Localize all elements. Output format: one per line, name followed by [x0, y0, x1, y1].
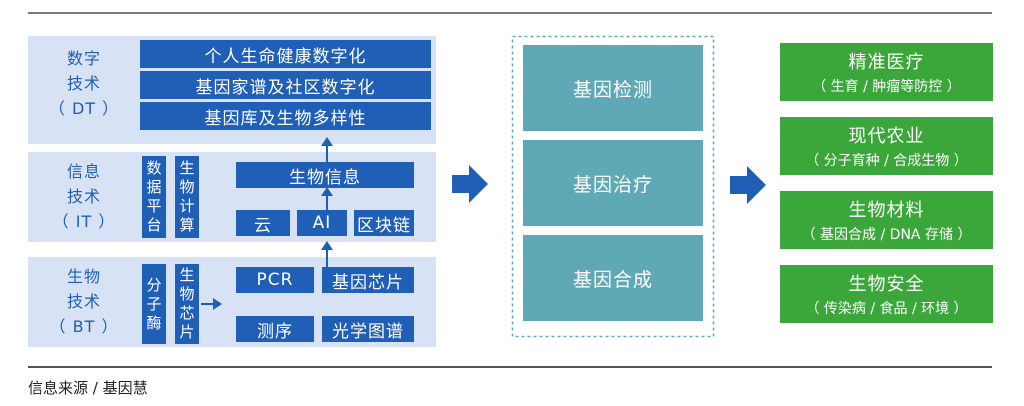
big-arrow-right-icon: [730, 166, 766, 204]
card-title: 生物材料: [848, 200, 925, 221]
card-title: 生物安全: [848, 274, 925, 295]
molecular-enzyme-char: 子: [146, 294, 162, 313]
biochip-char: 物: [179, 285, 195, 303]
card-title: 精准医疗: [848, 52, 925, 73]
bt-label-line: （ BT ）: [49, 317, 119, 336]
gene-chip-box: 基因芯片: [322, 267, 414, 293]
card-subtitle: （ 分子育种 / 合成生物 ）: [805, 153, 968, 169]
bio-info-box: 生物信息: [236, 162, 414, 188]
arrow-right-icon: [201, 298, 222, 310]
it-label-line: 信息: [66, 162, 101, 181]
biochip-char: 芯: [179, 304, 195, 322]
bt-label: 生物 技术 （ BT ）: [34, 264, 134, 339]
dt-item: 基因家谱及社区数字化: [140, 71, 431, 99]
card-subtitle: （ 基因合成 / DNA 存储 ）: [801, 227, 972, 243]
precision-medicine-box: 精准医疗 （ 生育 / 肿瘤等防控 ）: [780, 43, 993, 101]
bio-computing-char: 算: [179, 216, 195, 234]
molecular-enzyme-box: 分 子 酶: [142, 264, 166, 344]
data-platform-char: 平: [146, 197, 162, 215]
dt-label-line: （ DT ）: [48, 99, 120, 118]
cloud-box: 云: [236, 210, 290, 236]
ai-box: AI: [297, 210, 347, 236]
optical-mapping-box: 光学图谱: [322, 316, 414, 342]
modern-agriculture-box: 现代农业 （ 分子育种 / 合成生物 ）: [780, 117, 993, 175]
biomaterials-box: 生物材料 （ 基因合成 / DNA 存储 ）: [780, 191, 993, 249]
bio-computing-char: 计: [179, 197, 195, 215]
biochip-char: 片: [179, 323, 195, 341]
data-platform-box: 数 据 平 台: [142, 156, 166, 238]
biochip-char: 生: [179, 266, 195, 284]
biosecurity-box: 生物安全 （ 传染病 / 食品 / 环境 ）: [780, 265, 993, 323]
dt-label-line: 数字: [66, 49, 101, 68]
bt-label-line: 技术: [66, 292, 101, 311]
dt-label-line: 技术: [66, 74, 101, 93]
biochip-box: 生 物 芯 片: [175, 264, 199, 344]
it-label: 信息 技术 （ IT ）: [34, 159, 134, 234]
arrow-up-icon: [321, 187, 333, 210]
it-label-line: （ IT ）: [52, 212, 116, 231]
middle-dashed-frame: [511, 35, 715, 338]
gene-synthesis-box: 基因合成: [523, 235, 703, 321]
top-rule: [28, 12, 992, 14]
source-note: 信息来源 / 基因慧: [28, 379, 148, 397]
gene-therapy-box: 基因治疗: [523, 140, 703, 226]
dt-item: 基因库及生物多样性: [140, 102, 431, 130]
card-subtitle: （ 生育 / 肿瘤等防控 ）: [812, 79, 961, 95]
dt-label: 数字 技术 （ DT ）: [34, 46, 134, 121]
data-platform-char: 据: [146, 178, 162, 196]
card-title: 现代农业: [848, 126, 925, 147]
bottom-rule: [28, 366, 992, 368]
gene-testing-box: 基因检测: [523, 45, 703, 131]
data-platform-char: 台: [146, 216, 162, 234]
molecular-enzyme-char: 酶: [146, 313, 162, 332]
arrow-up-icon: [321, 137, 333, 162]
card-subtitle: （ 传染病 / 食品 / 环境 ）: [805, 301, 968, 317]
molecular-enzyme-char: 分: [146, 275, 162, 294]
dt-item: 个人生命健康数字化: [140, 40, 431, 68]
arrow-up-icon: [321, 241, 333, 267]
bt-label-line: 生物: [66, 267, 101, 286]
pcr-box: PCR: [236, 267, 314, 293]
bio-computing-char: 物: [179, 178, 195, 196]
bio-computing-box: 生 物 计 算: [175, 156, 199, 238]
big-arrow-right-icon: [452, 165, 488, 203]
sequencing-box: 测序: [236, 316, 314, 342]
data-platform-char: 数: [146, 159, 162, 177]
bio-computing-char: 生: [179, 159, 195, 177]
blockchain-box: 区块链: [354, 210, 414, 236]
it-label-line: 技术: [66, 187, 101, 206]
